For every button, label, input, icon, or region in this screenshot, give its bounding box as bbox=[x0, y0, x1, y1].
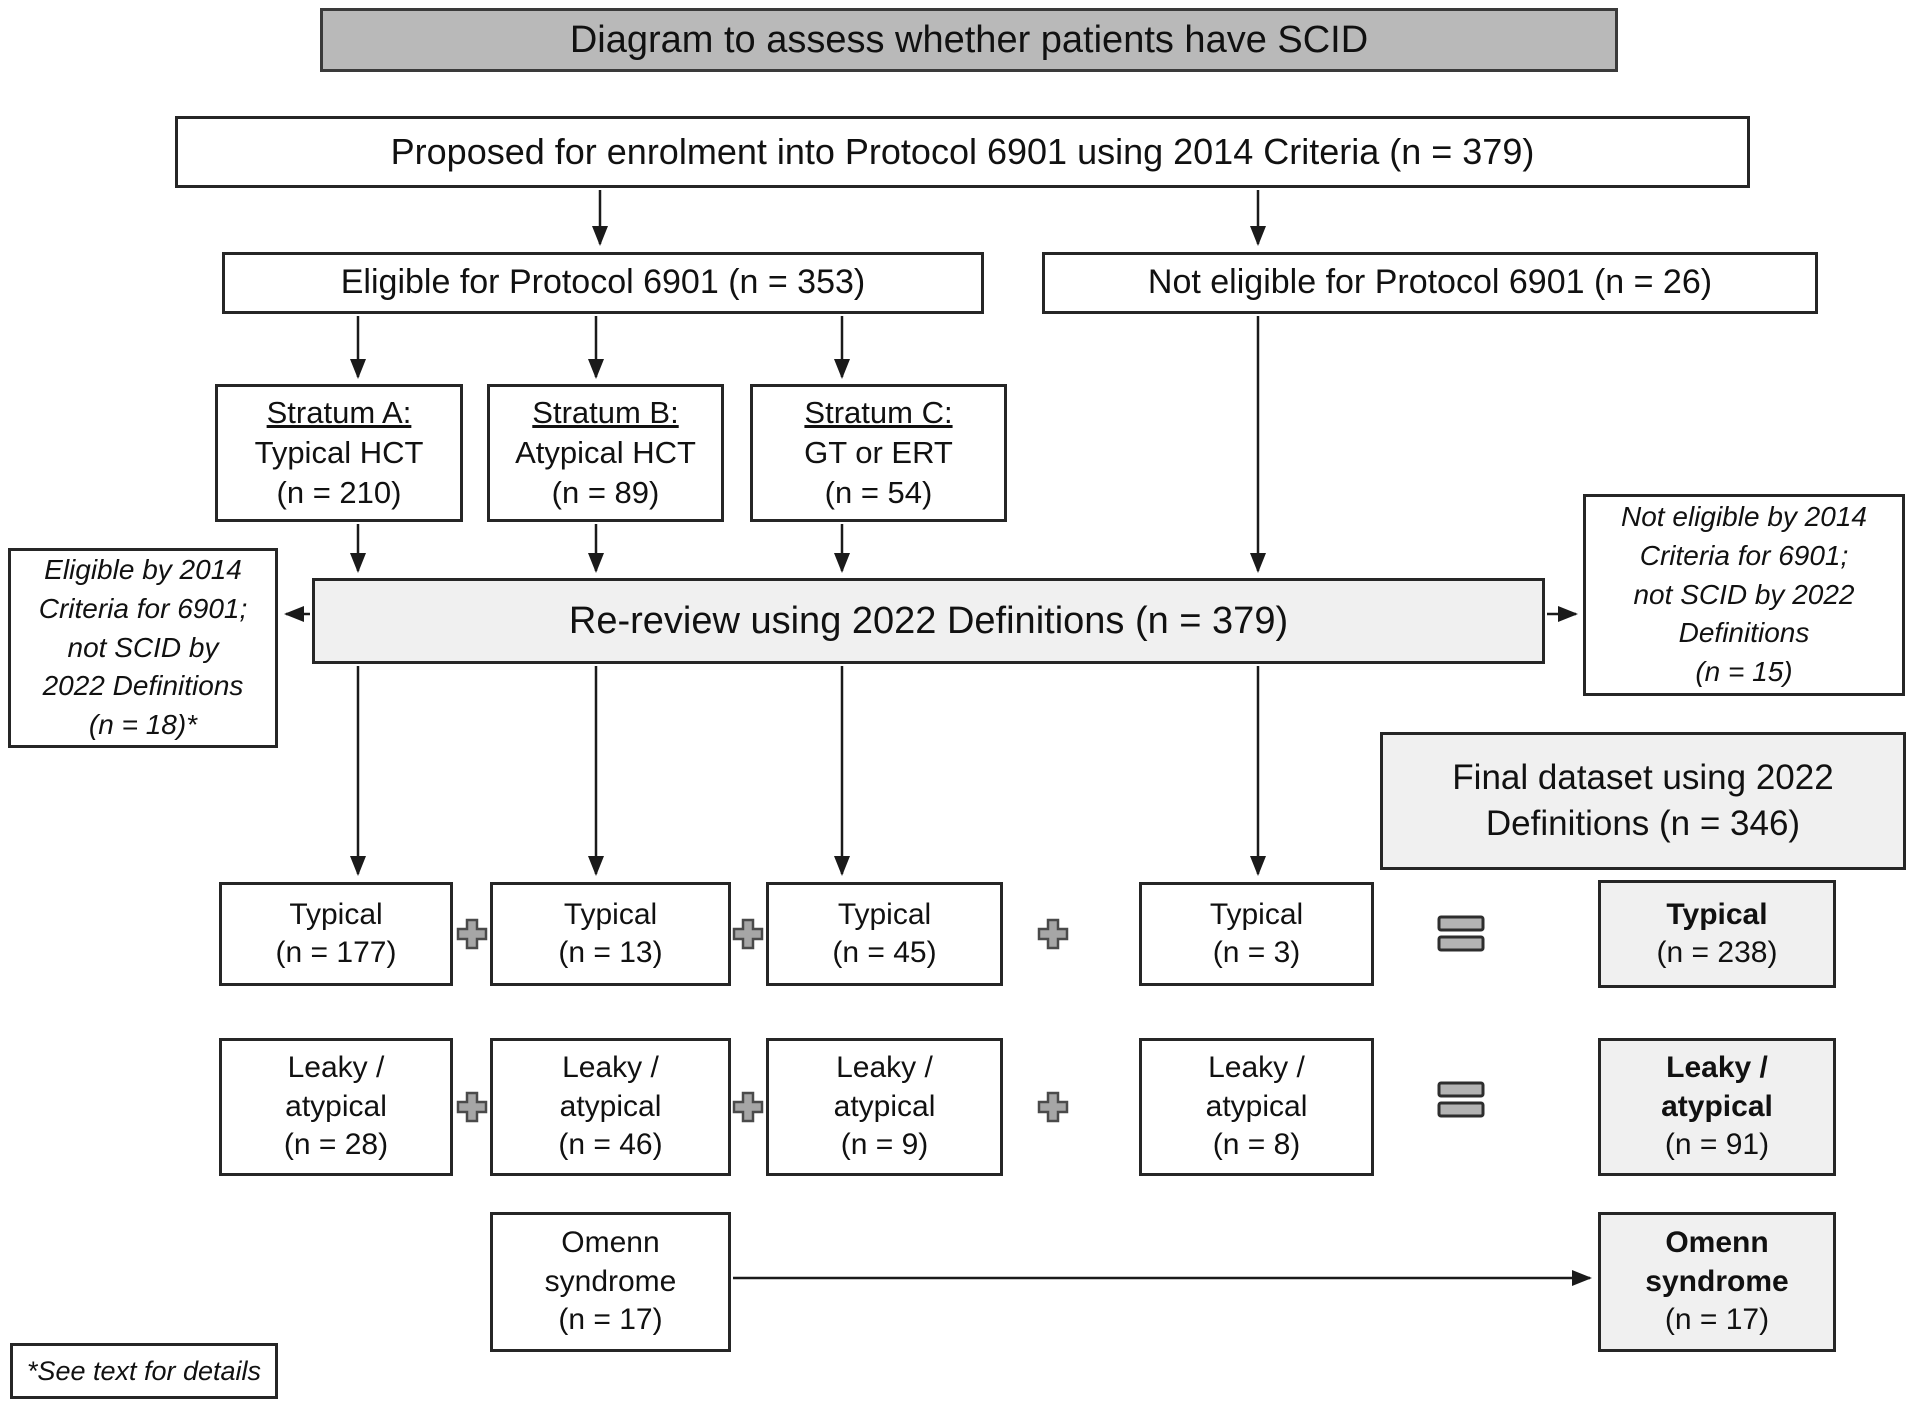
excluded-left-box: Eligible by 2014 Criteria for 6901; not … bbox=[8, 548, 278, 748]
typical-total-box: Typical (n = 238) bbox=[1598, 880, 1836, 988]
re-review-box: Re-review using 2022 Definitions (n = 37… bbox=[312, 578, 1545, 664]
excluded-right-n: (n = 15) bbox=[1695, 655, 1793, 687]
typical-total-n: (n = 238) bbox=[1656, 936, 1778, 969]
eligible-text: Eligible for Protocol 6901 (n = 353) bbox=[340, 263, 866, 302]
leaky-a-n: (n = 28) bbox=[283, 1128, 389, 1162]
typical-a-n: (n = 177) bbox=[275, 936, 397, 969]
omenn-label2: syndrome bbox=[544, 1264, 677, 1298]
plus-icon bbox=[731, 917, 765, 956]
eligible-box: Eligible for Protocol 6901 (n = 353) bbox=[222, 252, 984, 314]
stratum-a-type: Typical HCT bbox=[254, 435, 424, 471]
leaky-stratum-a-box: Leaky / atypical (n = 28) bbox=[219, 1038, 453, 1176]
proposed-enrolment-box: Proposed for enrolment into Protocol 690… bbox=[175, 116, 1750, 188]
leaky-c-label1: Leaky / bbox=[836, 1051, 933, 1085]
re-review-text: Re-review using 2022 Definitions (n = 37… bbox=[568, 599, 1289, 642]
leaky-total-n: (n = 91) bbox=[1664, 1128, 1770, 1162]
typical-stratum-c-box: Typical (n = 45) bbox=[766, 882, 1003, 986]
typical-d-n: (n = 3) bbox=[1212, 936, 1301, 969]
stratum-a-name: Stratum A: bbox=[266, 395, 412, 431]
typical-total-label: Typical bbox=[1666, 897, 1768, 931]
omenn-total-n: (n = 17) bbox=[1664, 1303, 1770, 1337]
typical-a-label: Typical bbox=[289, 897, 383, 931]
stratum-b-name: Stratum B: bbox=[532, 395, 679, 431]
proposed-enrolment-text: Proposed for enrolment into Protocol 690… bbox=[390, 130, 1535, 172]
diagram-title-text: Diagram to assess whether patients have … bbox=[569, 18, 1369, 61]
excluded-right-line4: Definitions bbox=[1678, 617, 1810, 649]
excluded-right-box: Not eligible by 2014 Criteria for 6901; … bbox=[1583, 494, 1905, 696]
leaky-a-label2: atypical bbox=[285, 1089, 387, 1123]
leaky-d-label1: Leaky / bbox=[1208, 1051, 1305, 1085]
footnote-text: *See text for details bbox=[26, 1355, 262, 1386]
leaky-total-label1: Leaky / bbox=[1666, 1051, 1768, 1085]
excluded-right-line2: Criteria for 6901; bbox=[1639, 540, 1849, 572]
plus-icon bbox=[1036, 1090, 1070, 1129]
typical-c-label: Typical bbox=[837, 897, 932, 931]
leaky-b-label2: atypical bbox=[559, 1089, 662, 1123]
typical-stratum-b-box: Typical (n = 13) bbox=[490, 882, 731, 986]
omenn-n: (n = 17) bbox=[558, 1303, 663, 1337]
leaky-c-label2: atypical bbox=[833, 1089, 936, 1123]
leaky-a-label1: Leaky / bbox=[287, 1051, 385, 1085]
typical-not-eligible-box: Typical (n = 3) bbox=[1139, 882, 1374, 986]
omenn-total-label1: Omenn bbox=[1665, 1226, 1769, 1260]
excluded-left-line4: 2022 Definitions bbox=[42, 670, 244, 702]
leaky-b-label1: Leaky / bbox=[562, 1051, 659, 1085]
excluded-right-line1: Not eligible by 2014 bbox=[1621, 501, 1867, 533]
typical-c-n: (n = 45) bbox=[832, 936, 937, 969]
excluded-right-line3: not SCID by 2022 bbox=[1633, 578, 1855, 610]
equals-icon bbox=[1437, 914, 1485, 959]
excluded-left-line2: Criteria for 6901; bbox=[38, 593, 248, 625]
footnote-box: *See text for details bbox=[10, 1343, 278, 1399]
stratum-c-box: Stratum C: GT or ERT (n = 54) bbox=[750, 384, 1007, 522]
excluded-left-line1: Eligible by 2014 bbox=[44, 554, 242, 586]
omenn-box: Omenn syndrome (n = 17) bbox=[490, 1212, 731, 1352]
equals-icon bbox=[1437, 1080, 1485, 1125]
leaky-c-n: (n = 9) bbox=[840, 1128, 929, 1162]
leaky-total-label2: atypical bbox=[1661, 1089, 1773, 1123]
plus-icon bbox=[455, 1090, 489, 1129]
leaky-not-eligible-box: Leaky / atypical (n = 8) bbox=[1139, 1038, 1374, 1176]
leaky-d-n: (n = 8) bbox=[1212, 1128, 1301, 1162]
stratum-c-name: Stratum C: bbox=[804, 395, 953, 431]
plus-icon bbox=[731, 1090, 765, 1129]
leaky-d-label2: atypical bbox=[1205, 1089, 1308, 1123]
diagram-title: Diagram to assess whether patients have … bbox=[320, 8, 1618, 72]
omenn-label1: Omenn bbox=[561, 1226, 660, 1260]
stratum-b-type: Atypical HCT bbox=[515, 435, 696, 471]
not-eligible-box: Not eligible for Protocol 6901 (n = 26) bbox=[1042, 252, 1818, 314]
leaky-stratum-c-box: Leaky / atypical (n = 9) bbox=[766, 1038, 1003, 1176]
not-eligible-text: Not eligible for Protocol 6901 (n = 26) bbox=[1147, 263, 1713, 302]
stratum-a-n: (n = 210) bbox=[276, 474, 402, 510]
typical-stratum-a-box: Typical (n = 177) bbox=[219, 882, 453, 986]
stratum-c-type: GT or ERT bbox=[804, 435, 953, 471]
omenn-total-label2: syndrome bbox=[1645, 1264, 1789, 1298]
plus-icon bbox=[455, 917, 489, 956]
excluded-left-n: (n = 18)* bbox=[88, 708, 198, 740]
stratum-b-box: Stratum B: Atypical HCT (n = 89) bbox=[487, 384, 724, 522]
stratum-b-n: (n = 89) bbox=[551, 474, 660, 510]
final-dataset-box: Final dataset using 2022 Definitions (n … bbox=[1380, 732, 1906, 870]
excluded-left-line3: not SCID by bbox=[67, 631, 219, 663]
stratum-c-n: (n = 54) bbox=[824, 474, 933, 510]
leaky-total-box: Leaky / atypical (n = 91) bbox=[1598, 1038, 1836, 1176]
typical-b-label: Typical bbox=[563, 897, 658, 931]
omenn-total-box: Omenn syndrome (n = 17) bbox=[1598, 1212, 1836, 1352]
stratum-a-box: Stratum A: Typical HCT (n = 210) bbox=[215, 384, 463, 522]
plus-icon bbox=[1036, 917, 1070, 956]
final-dataset-line1: Final dataset using 2022 bbox=[1452, 757, 1834, 797]
typical-d-label: Typical bbox=[1209, 897, 1304, 931]
typical-b-n: (n = 13) bbox=[558, 936, 663, 969]
leaky-b-n: (n = 46) bbox=[558, 1128, 663, 1162]
final-dataset-line2: Definitions (n = 346) bbox=[1485, 804, 1801, 843]
leaky-stratum-b-box: Leaky / atypical (n = 46) bbox=[490, 1038, 731, 1176]
